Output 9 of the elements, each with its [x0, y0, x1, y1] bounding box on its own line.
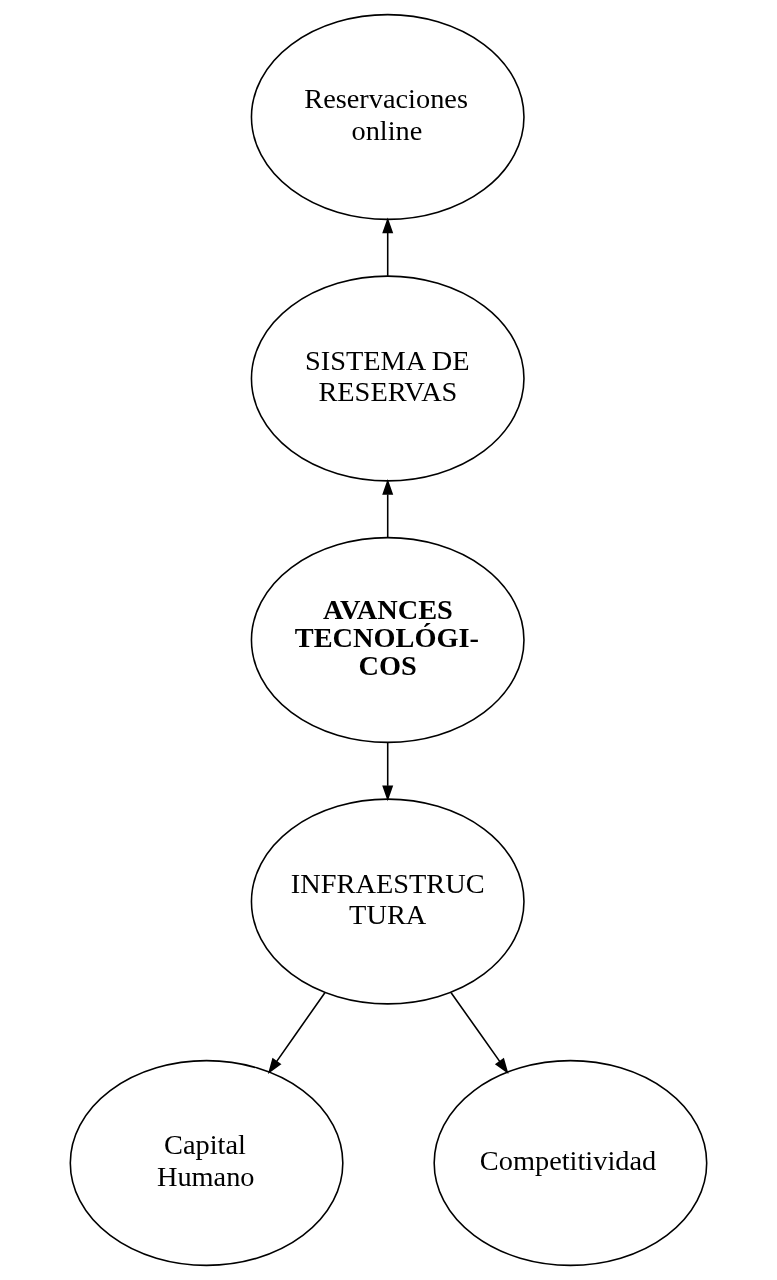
arrow [267, 991, 326, 1074]
arrow [382, 217, 394, 277]
node-ellipse: Reservaciones online [250, 13, 525, 221]
arrow [450, 991, 509, 1074]
node-ellipse: AVANCES TECNOLÓGI- COS [250, 536, 525, 744]
node-ellipse: SISTEMA DE RESERVAS [250, 275, 525, 482]
node-ellipse: INFRAESTRUC TURA [250, 798, 525, 1005]
arrow [382, 479, 394, 539]
arrow [382, 742, 394, 802]
